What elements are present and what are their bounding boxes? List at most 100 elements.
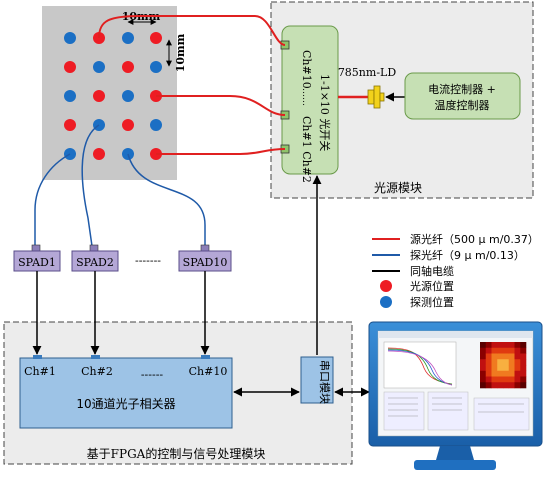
heatmap-cell (485, 382, 492, 389)
heatmap-cell (491, 359, 498, 366)
source-position-dot (150, 32, 162, 44)
heatmap-cell (520, 359, 527, 366)
detector-position-dot (64, 32, 76, 44)
optical-switch-box (281, 25, 339, 175)
legend-detector-dot-text: 探测位置 (410, 295, 454, 309)
heatmap-cell (514, 353, 521, 360)
heatmap-cell (485, 347, 492, 354)
heatmap-cell (514, 376, 521, 383)
heatmap-cell (497, 365, 504, 372)
serial-module-label: 串口模块 (318, 360, 331, 404)
heatmap-cell (520, 370, 527, 377)
heatmap-cell (520, 342, 527, 349)
heatmap-cell (503, 365, 510, 372)
monitor-base (414, 460, 496, 470)
heatmap-cell (497, 382, 504, 389)
serial-module-box (300, 356, 334, 404)
heatmap-cell (503, 359, 510, 366)
detector-fiber-1 (34, 153, 71, 246)
heatmap-cell (497, 353, 504, 360)
detector-position-dot (150, 119, 162, 131)
heatmap-cell (485, 370, 492, 377)
monitor-stand (436, 446, 474, 460)
screen-heatmap (480, 342, 527, 389)
controller-line2: 温度控制器 (435, 98, 490, 112)
correlator-port-10 (201, 355, 210, 359)
switch-name-label: 1-1×10 光开关 (318, 74, 332, 151)
light-source-module-label: 光源模块 (374, 181, 422, 195)
correlator-box (19, 357, 233, 429)
legend-source-dot-text: 光源位置 (410, 279, 454, 293)
heatmap-cell (491, 370, 498, 377)
heatmap-cell (497, 370, 504, 377)
computer-monitor (368, 321, 543, 470)
heatmap-cell (497, 359, 504, 366)
correlator-ch1: Ch#1 (24, 365, 56, 378)
heatmap-cell (491, 376, 498, 383)
heatmap-cell (520, 365, 527, 372)
source-position-dot (64, 61, 76, 73)
source-position-dot (93, 148, 105, 160)
heatmap-cell (508, 353, 515, 360)
heatmap-cell (491, 353, 498, 360)
v-spacing-label: 10mm (174, 33, 187, 72)
switch-ch10-label: Ch#10 (300, 50, 313, 89)
correlator-port-2 (91, 355, 100, 359)
heatmap-cell (508, 342, 515, 349)
heatmap-cell (497, 342, 504, 349)
heatmap-cell (491, 342, 498, 349)
source-position-dot (122, 61, 134, 73)
source-position-dot (93, 90, 105, 102)
heatmap-cell (480, 365, 487, 372)
detector-position-dot (150, 61, 162, 73)
heatmap-cell (491, 347, 498, 354)
heatmap-cell (514, 382, 521, 389)
heatmap-cell (480, 347, 487, 354)
detector-position-dot (122, 90, 134, 102)
screen-plot (383, 341, 457, 389)
detector-position-dot (122, 32, 134, 44)
heatmap-cell (491, 382, 498, 389)
spad-2-label: SPAD2 (76, 256, 114, 269)
source-fiber-ch10 (98, 15, 286, 46)
heatmap-cell (520, 382, 527, 389)
spad-ellipsis: ------- (135, 254, 161, 267)
detector-fiber-10 (127, 153, 206, 246)
source-position-dot (122, 119, 134, 131)
correlator-dots: ------ (141, 368, 164, 381)
switch-ch1-ch2-label: Ch#1 Ch#2 (300, 116, 313, 183)
heatmap-cell (485, 353, 492, 360)
heatmap-cell (508, 365, 515, 372)
correlator-port-1 (33, 355, 42, 359)
heatmap-cell (480, 353, 487, 360)
heatmap-cell (514, 370, 521, 377)
heatmap-cell (520, 376, 527, 383)
correlator-ch2: Ch#2 (81, 365, 113, 378)
legend-source-fiber-text: 源光纤（500 μ m/0.37） (410, 232, 539, 246)
screen-controls (383, 391, 530, 431)
detector-position-dot (64, 90, 76, 102)
heatmap-cell (514, 365, 521, 372)
heatmap-cell (485, 342, 492, 349)
fpga-module-label: 基于FPGA的控制与信号处理模块 (87, 446, 266, 461)
heatmap-cell (508, 359, 515, 366)
legend: 源光纤（500 μ m/0.37） 探光纤（9 μ m/0.13） 同轴电缆 光… (372, 232, 539, 309)
legend-detector-fiber-text: 探光纤（9 μ m/0.13） (410, 248, 525, 262)
detector-position-dot (93, 61, 105, 73)
spad-10: SPAD10 (178, 244, 232, 272)
heatmap-cell (508, 347, 515, 354)
heatmap-cell (497, 376, 504, 383)
heatmap-cell (480, 370, 487, 377)
heatmap-cell (508, 382, 515, 389)
laser-label: 785nm-LD (338, 66, 397, 79)
heatmap-cell (485, 365, 492, 372)
correlator-label: 10通道光子相关器 (76, 397, 175, 411)
controller-line1: 电流控制器 + (428, 82, 496, 96)
legend-detector-dot (380, 296, 392, 308)
spad-1: SPAD1 (13, 244, 61, 272)
heatmap-cell (485, 359, 492, 366)
heatmap-cell (514, 347, 521, 354)
heatmap-cell (480, 359, 487, 366)
controller-box (404, 72, 521, 120)
